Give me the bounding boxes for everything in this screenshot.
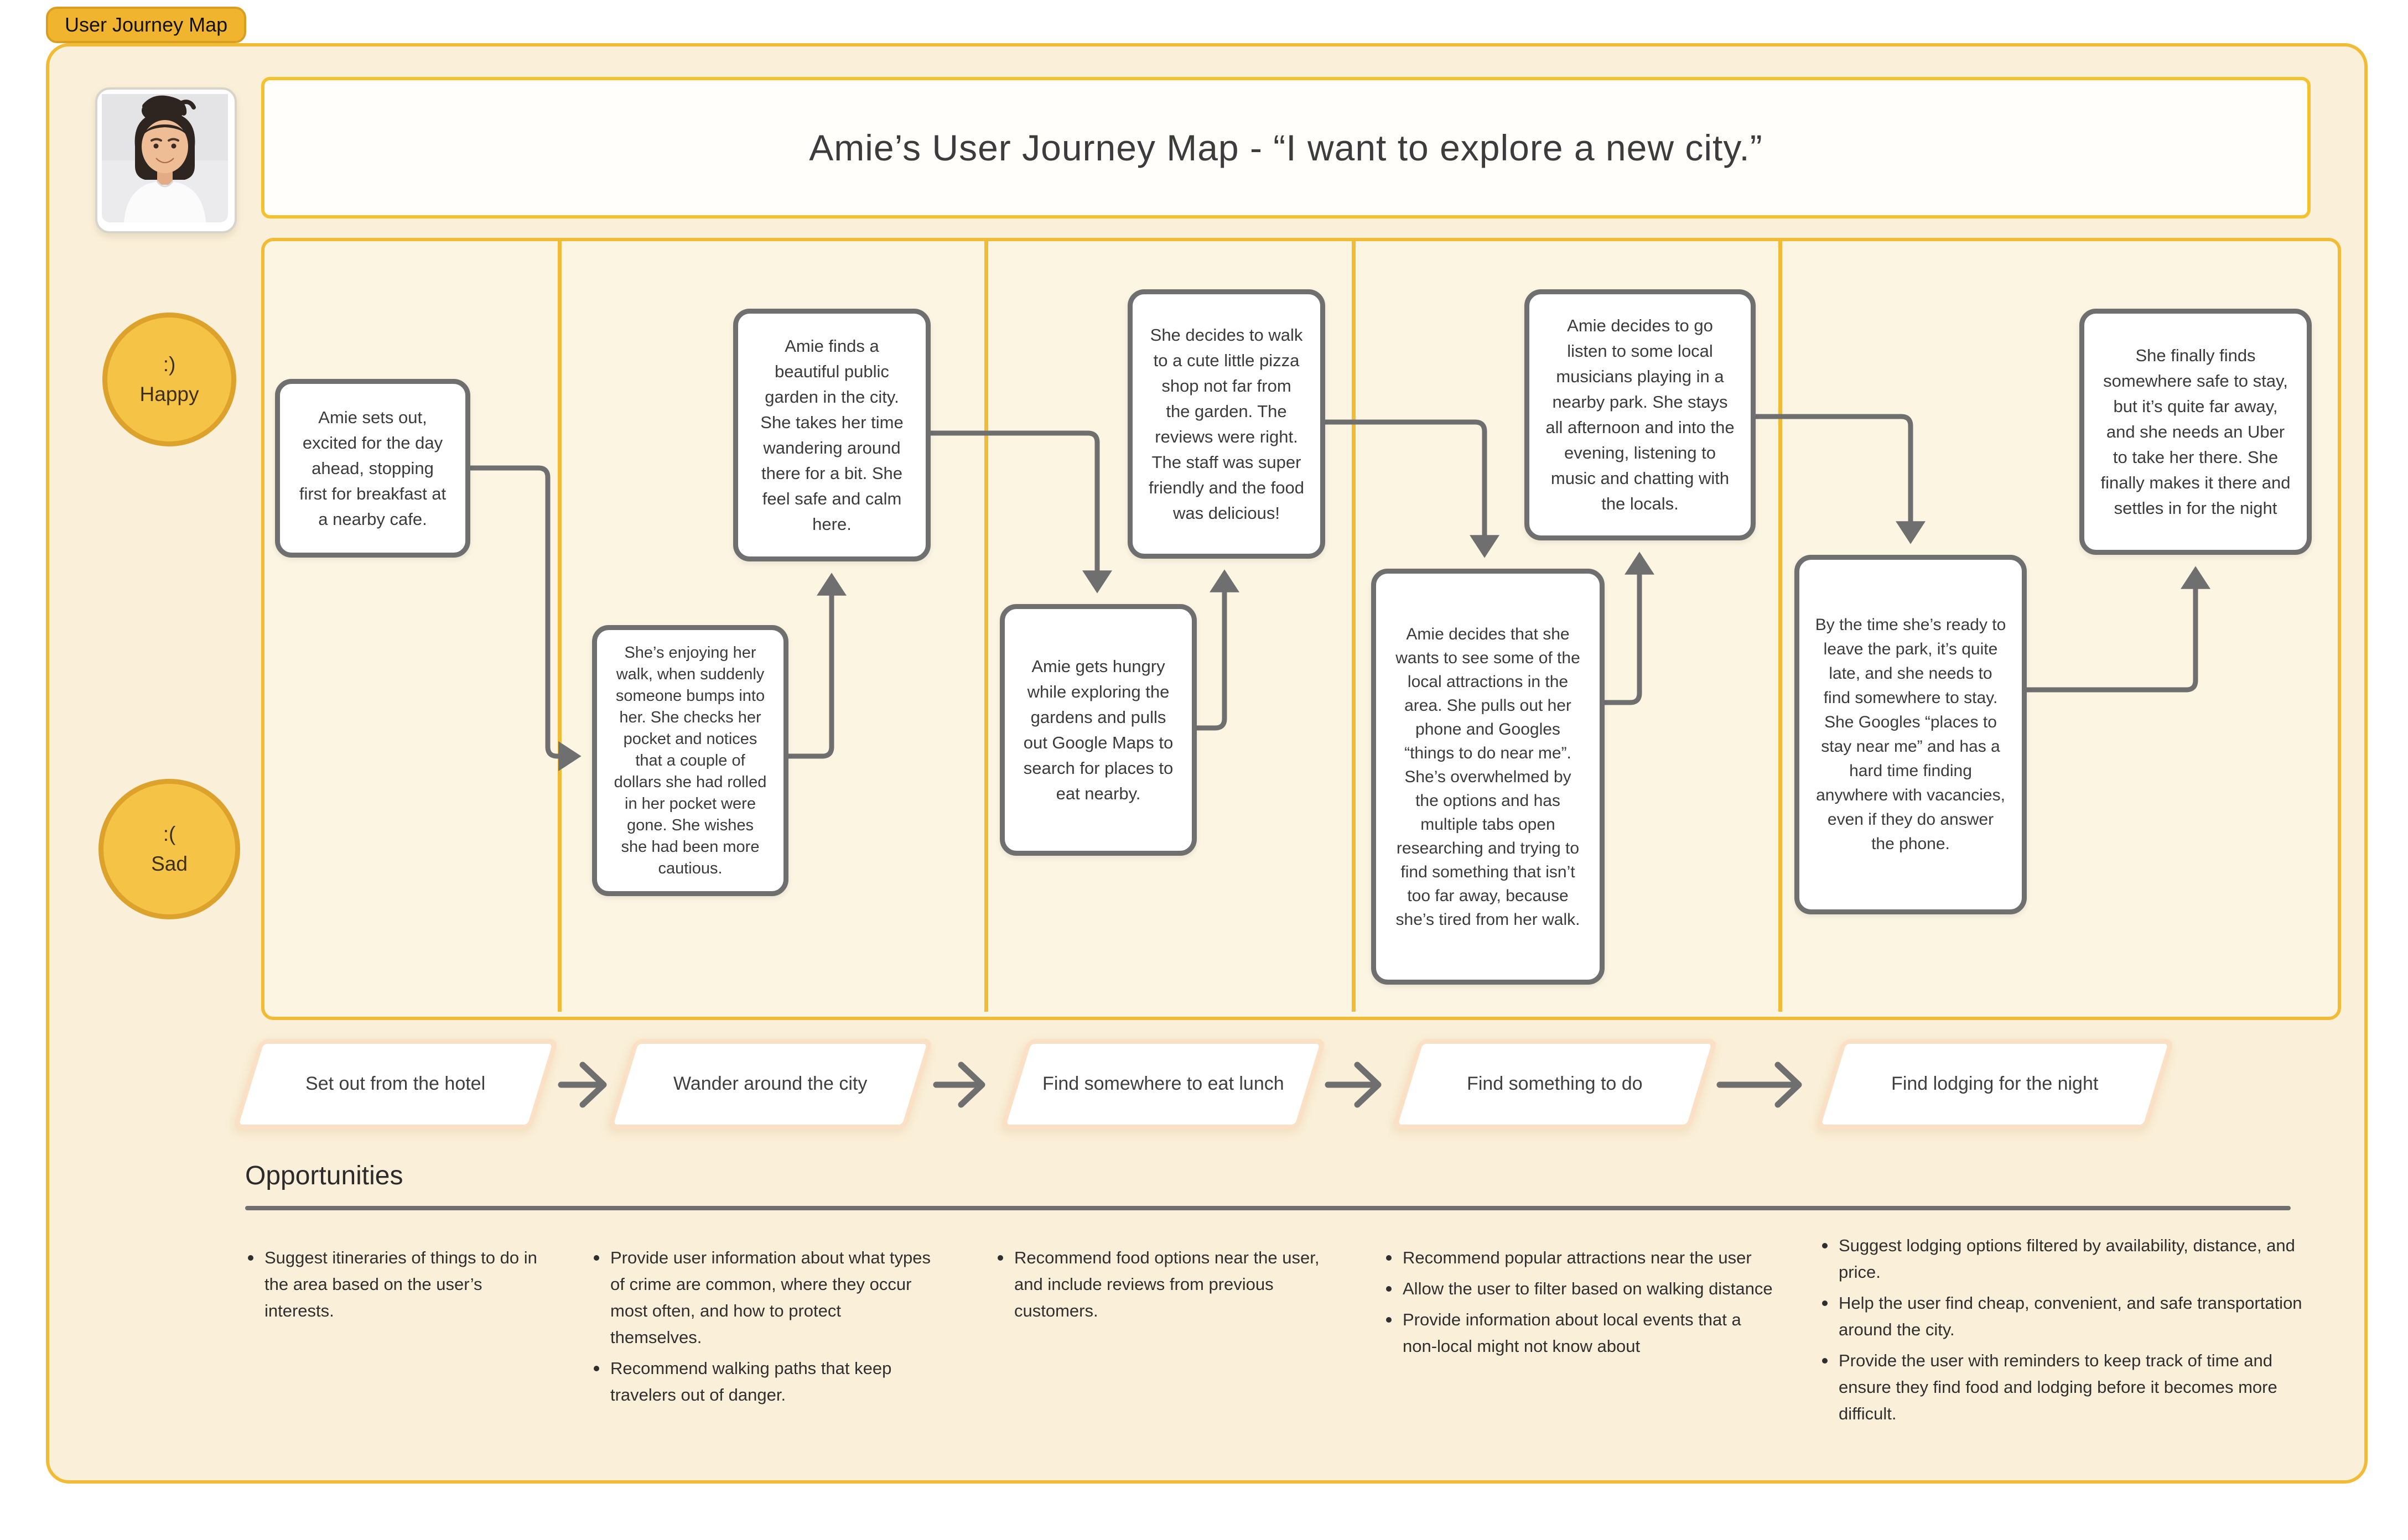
journey-card-3[interactable]: Amie finds a beautiful public garden in … [733,309,931,561]
opportunity-item: Recommend popular attractions near the u… [1382,1245,1774,1271]
journey-card-4-text: Amie gets hungry while exploring the gar… [1023,656,1174,803]
journey-card-5-text: She decides to walk to a cute little piz… [1149,325,1304,523]
opportunities-heading: Opportunities [245,1161,403,1190]
emotion-happy-circle[interactable]: :) Happy [102,313,236,446]
journey-card-1[interactable]: Amie sets out, excited for the day ahead… [275,379,470,558]
opportunity-item: Provide user information about what type… [589,1245,932,1351]
journey-card-8[interactable]: By the time she’s ready to leave the par… [1794,555,2027,914]
journey-card-9[interactable]: She finally finds somewhere safe to stay… [2079,309,2312,555]
stage-find-somewhere-to-eat[interactable]: Find somewhere to eat lunch [999,1039,1327,1130]
journey-card-5[interactable]: She decides to walk to a cute little piz… [1128,289,1325,559]
opportunity-item: Recommend walking paths that keep travel… [589,1355,932,1408]
persona-avatar[interactable] [95,87,237,233]
opportunity-item: Provide information about local events t… [1382,1307,1774,1360]
persona-photo-illustration [102,94,228,222]
column-divider-4 [1778,240,1782,1012]
opportunity-item: Help the user find cheap, convenient, an… [1818,1290,2316,1343]
opportunities-divider [245,1206,2291,1210]
opportunity-item: Suggest lodging options filtered by avai… [1818,1232,2316,1286]
opportunity-item: Suggest itineraries of things to do in t… [243,1245,553,1324]
journey-card-3-text: Amie finds a beautiful public garden in … [760,336,904,534]
opportunities-column-5[interactable]: Suggest lodging options filtered by avai… [1818,1232,2316,1432]
happy-emoticon: :) [163,353,176,376]
sad-label: Sad [151,852,188,875]
column-divider-1 [558,240,562,1012]
happy-label: Happy [139,383,199,405]
sad-emoticon: :( [163,823,176,846]
stage-2-label: Wander around the city [673,1073,868,1095]
opportunities-column-2[interactable]: Provide user information about what type… [589,1245,932,1413]
stage-1-label: Set out from the hotel [305,1073,486,1095]
journey-card-1-text: Amie sets out, excited for the day ahead… [299,407,447,529]
stage-5-label: Find lodging for the night [1891,1073,2099,1095]
stage-find-something-to-do[interactable]: Find something to do [1391,1039,1719,1130]
journey-card-8-text: By the time she’s ready to leave the par… [1815,616,2006,853]
title-box[interactable]: Amie’s User Journey Map - “I want to exp… [261,77,2311,218]
journey-card-6-text: Amie decides that she wants to see some … [1395,625,1580,929]
stage-3-label: Find somewhere to eat lunch [1042,1073,1284,1095]
journey-card-7[interactable]: Amie decides to go listen to some local … [1524,289,1756,540]
opportunity-item: Provide the user with reminders to keep … [1818,1347,2316,1427]
journey-card-9-text: She finally finds somewhere safe to stay… [2100,345,2291,518]
page-title: Amie’s User Journey Map - “I want to exp… [809,127,1763,168]
map-title-tag[interactable]: User Journey Map [46,7,247,43]
opportunity-item: Recommend food options near the user, an… [993,1245,1320,1324]
journey-card-2-text: She’s enjoying her walk, when suddenly s… [614,643,767,877]
stage-set-out-from-hotel[interactable]: Set out from the hotel [232,1039,559,1130]
opportunity-item: Allow the user to filter based on walkin… [1382,1276,1774,1302]
emotion-sad-circle[interactable]: :( Sad [98,779,240,919]
journey-card-6[interactable]: Amie decides that she wants to see some … [1371,569,1605,985]
stage-find-lodging[interactable]: Find lodging for the night [1814,1039,2175,1130]
opportunities-column-4[interactable]: Recommend popular attractions near the u… [1382,1245,1774,1364]
stage-4-label: Find something to do [1467,1073,1643,1095]
journey-card-2[interactable]: She’s enjoying her walk, when suddenly s… [592,625,788,896]
opportunities-column-3[interactable]: Recommend food options near the user, an… [993,1245,1320,1329]
journey-card-7-text: Amie decides to go listen to some local … [1545,316,1735,513]
stage-wander-around-city[interactable]: Wander around the city [606,1039,934,1130]
journey-card-4[interactable]: Amie gets hungry while exploring the gar… [1000,604,1197,856]
column-divider-2 [984,240,988,1012]
opportunities-column-1[interactable]: Suggest itineraries of things to do in t… [243,1245,553,1329]
column-divider-3 [1352,240,1356,1012]
